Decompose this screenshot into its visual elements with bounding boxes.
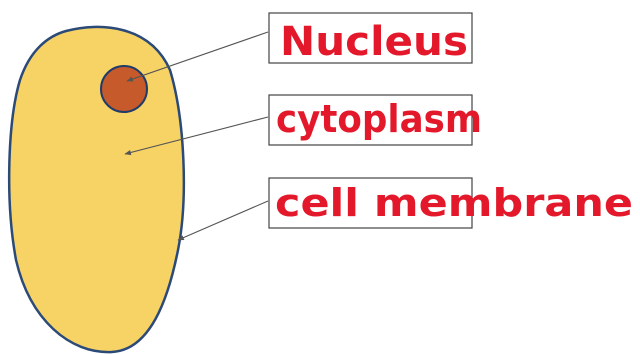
membrane-pointer-arrow bbox=[178, 201, 268, 240]
nucleus-label: Nucleus bbox=[280, 19, 468, 65]
cytoplasm-label: cytoplasm bbox=[276, 97, 482, 141]
membrane-label: cell membrane bbox=[275, 181, 633, 225]
cell-body bbox=[9, 27, 184, 352]
nucleus bbox=[101, 66, 147, 112]
